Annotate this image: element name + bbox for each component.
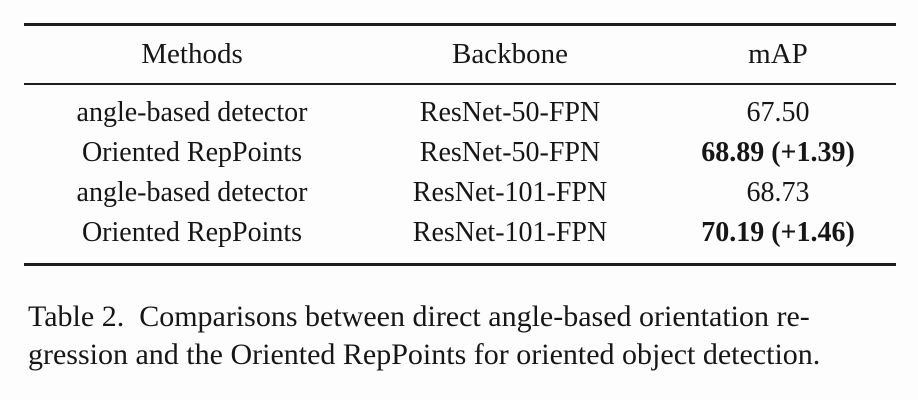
table-row: angle-based detector ResNet-50-FPN 67.50	[24, 93, 896, 133]
map-cell: 70.19 (+1.46)	[701, 217, 855, 248]
column-header-map: mAP	[748, 38, 808, 70]
map-cell: 67.50	[746, 97, 810, 128]
results-table: Methods Backbone mAP angle-based detecto…	[24, 23, 896, 266]
table-row: angle-based detector ResNet-101-FPN 68.7…	[24, 173, 896, 213]
caption-line: Table 2. Comparisons between direct angl…	[28, 300, 810, 333]
map-cell: 68.89 (+1.39)	[701, 137, 855, 168]
table-caption: Table 2. Comparisons between direct angl…	[28, 298, 896, 374]
backbone-cell: ResNet-101-FPN	[412, 217, 608, 248]
table-header: Methods Backbone mAP	[24, 26, 896, 85]
backbone-cell: ResNet-50-FPN	[419, 97, 601, 128]
caption-line: gression and the Oriented RepPoints for …	[28, 338, 821, 371]
map-cell: 68.73	[746, 177, 810, 208]
header-row: Methods Backbone mAP	[24, 26, 896, 83]
method-cell: Oriented RepPoints	[81, 217, 303, 248]
table-body: angle-based detector ResNet-50-FPN 67.50…	[24, 85, 896, 263]
column-header-backbone: Backbone	[452, 38, 568, 70]
method-cell: angle-based detector	[76, 177, 308, 208]
column-header-methods: Methods	[141, 38, 243, 70]
table-row: Oriented RepPoints ResNet-101-FPN 70.19 …	[24, 213, 896, 253]
table-row: Oriented RepPoints ResNet-50-FPN 68.89 (…	[24, 133, 896, 173]
method-cell: Oriented RepPoints	[81, 137, 303, 168]
backbone-cell: ResNet-101-FPN	[412, 177, 608, 208]
method-cell: angle-based detector	[76, 97, 308, 128]
backbone-cell: ResNet-50-FPN	[419, 137, 601, 168]
